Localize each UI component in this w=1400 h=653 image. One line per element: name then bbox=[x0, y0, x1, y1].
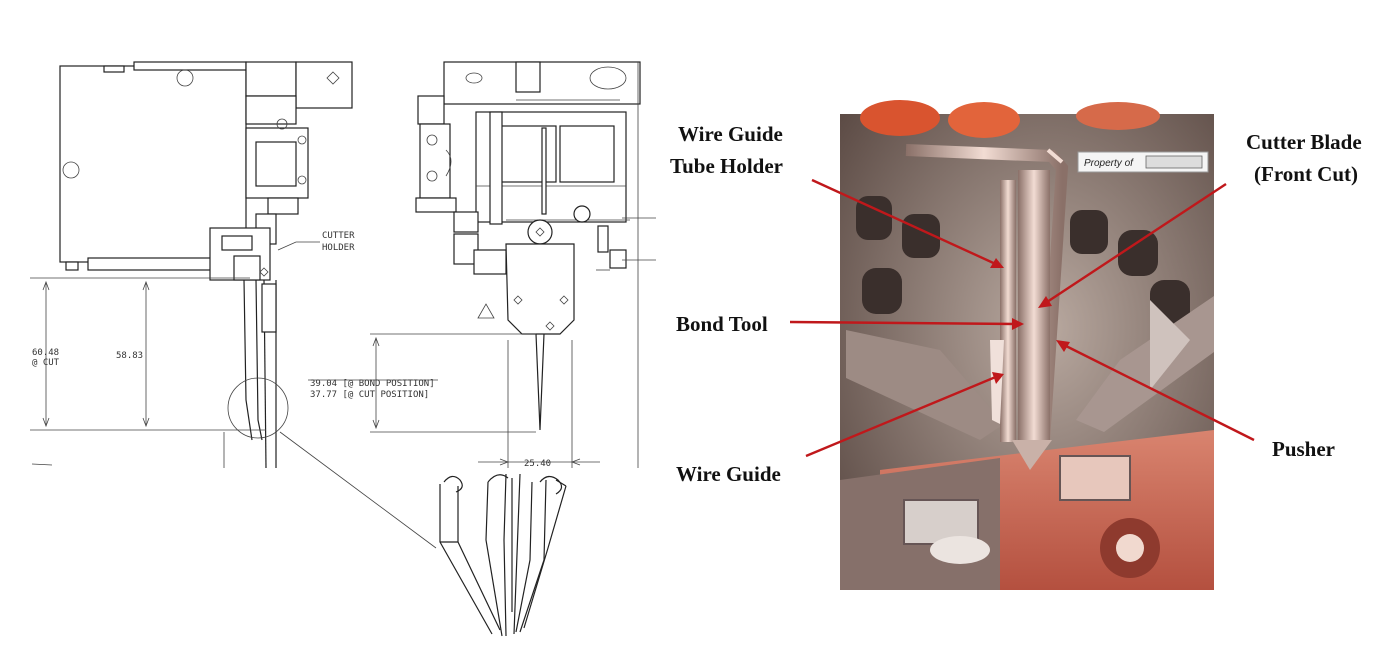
company-logo bbox=[1145, 155, 1203, 169]
dimension-label: 25.40 bbox=[524, 459, 551, 469]
arrow-wire-guide bbox=[805, 374, 999, 458]
warning-icon bbox=[477, 303, 495, 319]
callout-arrows bbox=[789, 178, 1255, 458]
label-cutter-blade: (Front Cut) bbox=[1254, 162, 1358, 186]
callout-labels: Wire Guide Tube Holder Cutter Blade (Fro… bbox=[670, 122, 1362, 486]
arrow-bond-tool bbox=[789, 320, 1019, 326]
label-wire-guide-tube-holder: Tube Holder bbox=[670, 154, 783, 178]
cad-side-view: CUTTER HOLDER 60.48 @ CUT 58.83 bbox=[30, 61, 355, 469]
cad-front-view: 39.04 [@ BOND POSITION] 37.77 [@ CUT POS… bbox=[308, 61, 656, 469]
property-tag: Property of bbox=[1084, 158, 1134, 169]
label-pusher: Pusher bbox=[1272, 437, 1335, 461]
cutter-holder-label: CUTTER bbox=[322, 231, 355, 241]
dimension-label: 60.48 bbox=[32, 348, 59, 358]
cutter-holder-label: HOLDER bbox=[322, 243, 355, 253]
dimension-label: 58.83 bbox=[116, 351, 143, 361]
label-bond-tool: Bond Tool bbox=[676, 312, 768, 336]
detail-circle bbox=[227, 377, 289, 439]
label-wire-guide-tube-holder: Wire Guide bbox=[678, 122, 783, 146]
dimension-label: 37.77 [@ CUT POSITION] bbox=[310, 390, 429, 400]
tool-tip-detail bbox=[279, 431, 567, 637]
arrow-cutter-blade bbox=[1043, 182, 1227, 306]
screw-icon bbox=[176, 69, 194, 87]
arrow-wire-guide-tube-holder bbox=[811, 178, 1001, 268]
label-cutter-blade: Cutter Blade bbox=[1246, 130, 1362, 154]
bond-head-photo: Property of bbox=[840, 100, 1214, 590]
dimension-label: @ CUT bbox=[32, 358, 60, 368]
screw-icon bbox=[62, 161, 80, 179]
arrow-pusher bbox=[1061, 342, 1255, 442]
dimension-label: 39.04 [@ BOND POSITION] bbox=[310, 379, 435, 389]
label-wire-guide: Wire Guide bbox=[676, 462, 781, 486]
